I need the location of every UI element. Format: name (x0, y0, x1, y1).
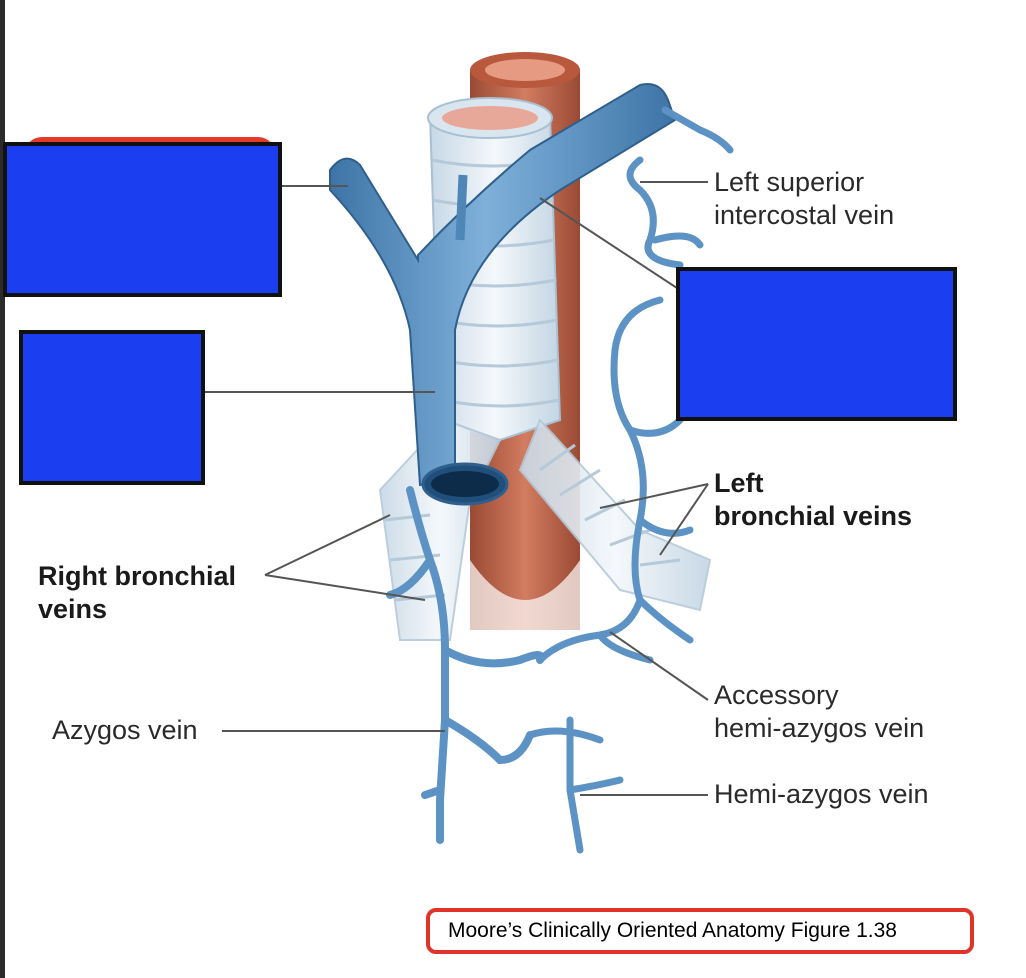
azygos-vein (386, 486, 545, 844)
label-azygos: Azygos vein (52, 715, 198, 745)
label-line: Right bronchial (38, 561, 236, 591)
label-left-superior-intercostal: Left superior intercostal vein (714, 166, 894, 232)
figure-citation: Moore’s Clinically Oriented Anatomy Figu… (426, 908, 974, 954)
label-line: Left superior (714, 167, 865, 197)
superior-vena-cava (329, 83, 677, 506)
label-line: bronchial veins (714, 501, 913, 531)
left-venous-branches (526, 106, 734, 854)
window-edge (0, 0, 5, 978)
hidden-label-box-1[interactable] (3, 142, 282, 297)
label-accessory-hemi-azygos: Accessory hemi-azygos vein (714, 679, 924, 745)
label-hemi-azygos: Hemi-azygos vein (714, 779, 929, 809)
label-line: intercostal vein (714, 200, 895, 230)
label-line: Accessory (714, 680, 839, 710)
label-line: veins (38, 594, 108, 624)
leader-lines (200, 181, 709, 796)
label-left-bronchial: Left bronchial veins (714, 467, 912, 533)
hidden-label-box-3[interactable] (676, 267, 957, 421)
hidden-label-box-2[interactable] (19, 330, 205, 485)
label-line: Left (714, 468, 764, 498)
label-line: hemi-azygos vein (714, 713, 925, 743)
label-right-bronchial: Right bronchial veins (38, 560, 236, 626)
